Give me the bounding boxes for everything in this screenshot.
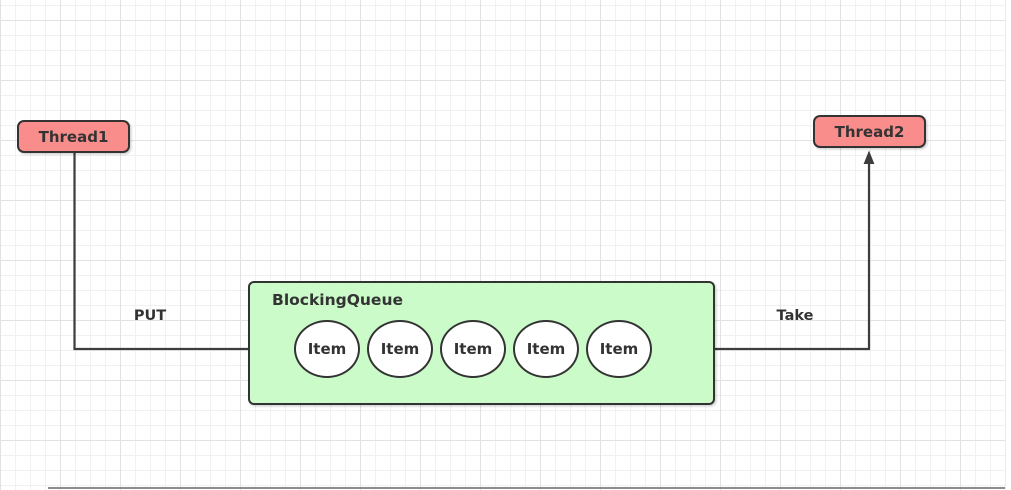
canvas-right-gutter [1005,0,1011,490]
thread2-node[interactable]: Thread2 [813,115,926,148]
queue-item-label: Item [307,340,347,358]
queue-item-label: Item [380,340,420,358]
take-edge[interactable] [648,164,871,351]
thread1-label: Thread1 [38,127,109,146]
put-edge-label: PUT [133,308,167,324]
queue-item[interactable]: Item [294,320,360,378]
put-edge[interactable] [73,153,279,351]
thread1-node[interactable]: Thread1 [17,120,130,153]
take-edge-arrowhead [863,150,875,164]
queue-item-label: Item [453,340,493,358]
queue-item[interactable]: Item [367,320,433,378]
queue-item[interactable]: Item [513,320,579,378]
take-edge-label: Take [776,308,814,324]
queue-item[interactable]: Item [586,320,652,378]
queue-item-label: Item [599,340,639,358]
blocking-queue-node[interactable]: BlockingQueue Item Item Item Item Item [248,281,715,405]
blocking-queue-title: BlockingQueue [272,291,403,309]
queue-item-label: Item [526,340,566,358]
queue-item[interactable]: Item [440,320,506,378]
bottom-partial-shape-edge [48,487,1011,489]
thread2-label: Thread2 [834,122,905,141]
